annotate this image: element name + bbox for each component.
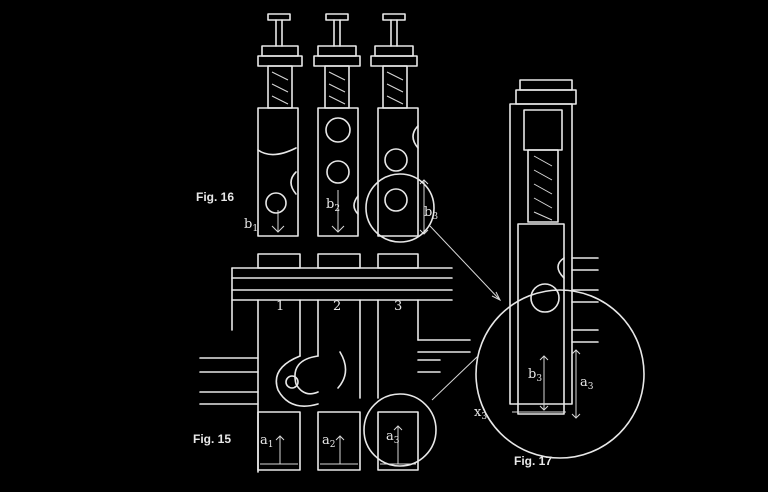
- fig17-detail-circle: [475, 289, 645, 459]
- fig15-detail-circle: [363, 393, 437, 467]
- fig15-valve-casing: [199, 253, 471, 473]
- label-a2: a2: [322, 433, 336, 450]
- connector-line-fig16: [429, 225, 501, 301]
- fig16-detail-circle: [365, 173, 435, 243]
- fig16-piston-3: [370, 13, 429, 237]
- valve-number-1: 1: [276, 299, 284, 314]
- fig16-piston-1: [257, 13, 303, 237]
- label-x3: x3: [474, 405, 487, 422]
- label-b1: b1: [244, 217, 258, 234]
- label-a3-fig17: a3: [580, 375, 594, 392]
- connector-arrowhead: [491, 291, 502, 302]
- fig15-label: Fig. 15: [193, 432, 231, 446]
- label-b3-fig17: b3: [528, 367, 542, 384]
- label-b3: b3: [424, 205, 438, 222]
- connector-line-fig15: [431, 355, 479, 401]
- fig16-piston-2: [313, 13, 361, 237]
- label-a1: a1: [260, 433, 274, 450]
- label-a3: a3: [386, 429, 400, 446]
- valve-number-3: 3: [394, 299, 402, 314]
- fig17-piston: [509, 79, 599, 419]
- fig16-label: Fig. 16: [196, 190, 234, 204]
- valve-number-2: 2: [333, 299, 341, 314]
- label-b2: b2: [326, 197, 340, 214]
- fig17-label: Fig. 17: [514, 454, 552, 468]
